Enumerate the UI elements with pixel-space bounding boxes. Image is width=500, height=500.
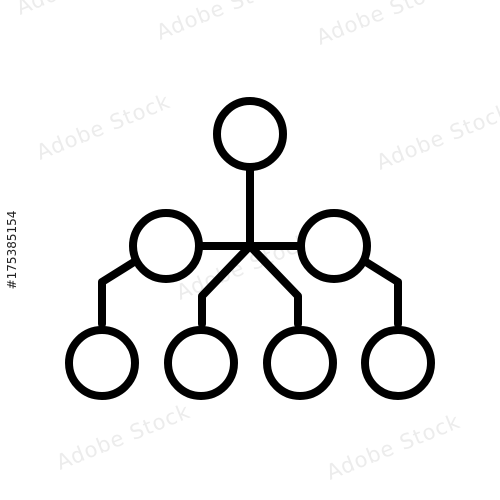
- hierarchy-nodes: [65, 97, 435, 400]
- left-middle-node-circle: [129, 209, 203, 283]
- left-to-outer-left-line: [98, 258, 138, 328]
- right-to-outer-right-line: [362, 258, 402, 328]
- hub-to-inner-right-line: [246, 242, 302, 328]
- bottom-node-circle-3: [263, 326, 337, 400]
- root-node-circle: [213, 97, 287, 171]
- bottom-node-circle-4: [361, 326, 435, 400]
- connector-lines: [98, 164, 402, 328]
- stock-id-label: #175385154: [0, 211, 24, 290]
- right-middle-node-circle: [297, 209, 371, 283]
- bottom-node-circle-1: [65, 326, 139, 400]
- hub-to-inner-left-line: [198, 242, 254, 328]
- bottom-node-circle-2: [164, 326, 238, 400]
- stock-id-text: #175385154: [5, 210, 19, 290]
